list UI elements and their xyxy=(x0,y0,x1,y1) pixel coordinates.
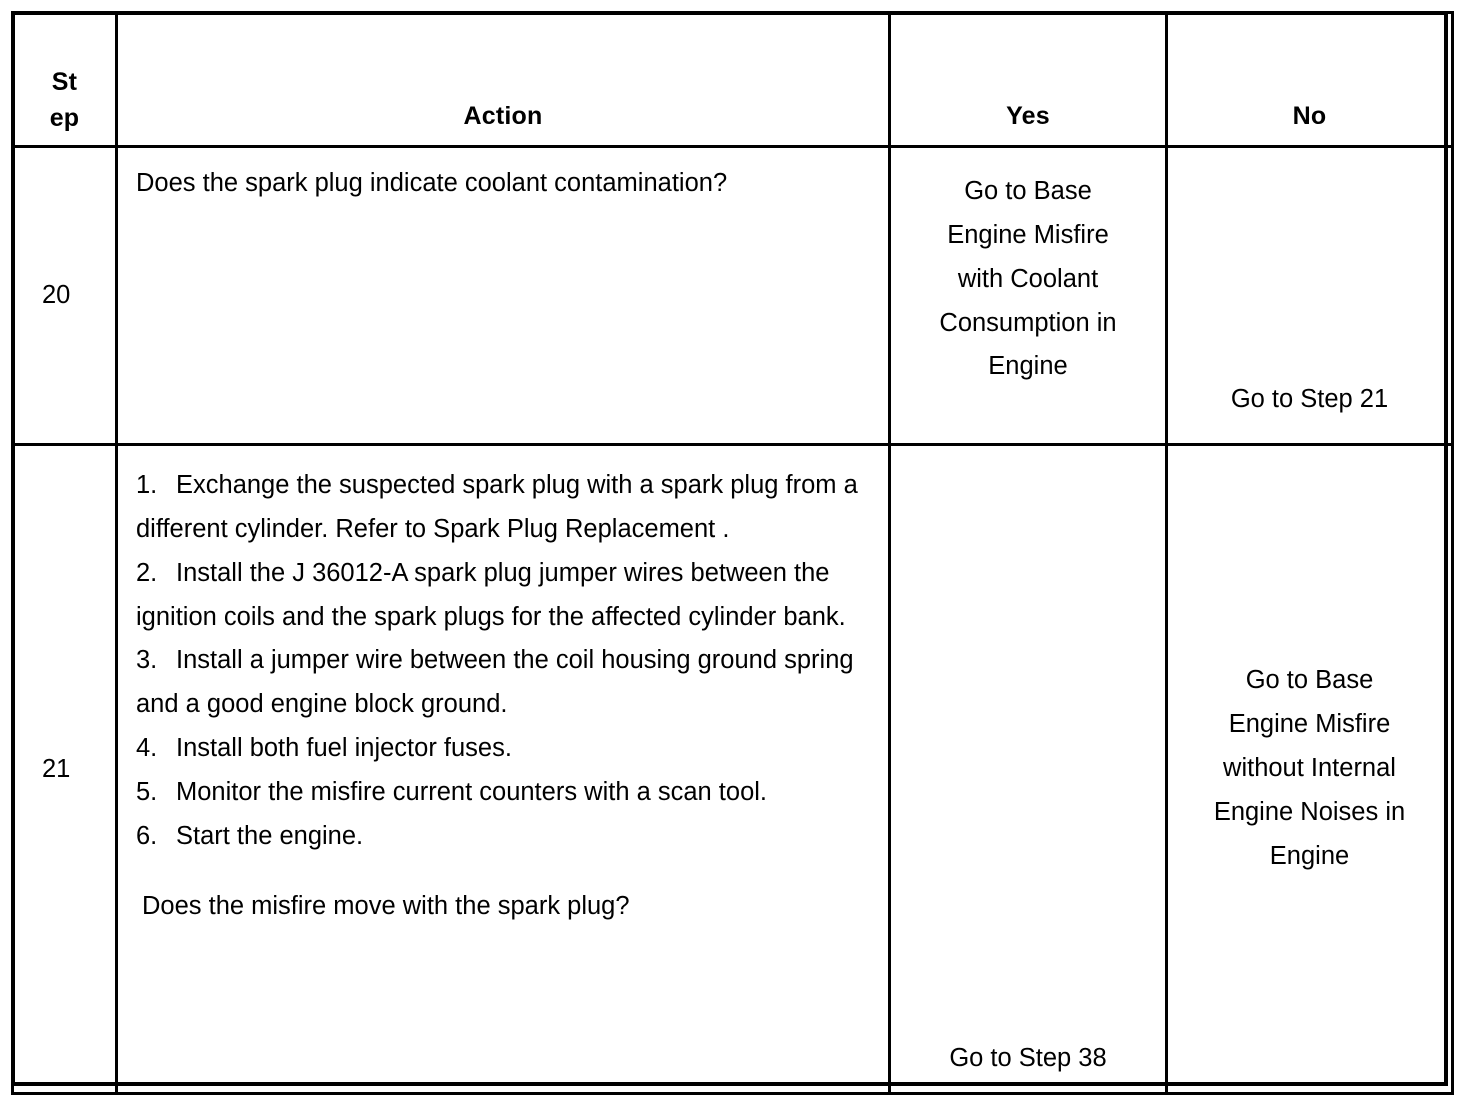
no-cell-21: Go to Base Engine Misfire without Intern… xyxy=(1165,443,1454,1095)
no-branch-21-line: Engine Noises in xyxy=(1213,797,1406,826)
yes-branch-20: Go to Base Engine Misfire with Coolant C… xyxy=(891,148,1165,389)
column-header-step: St ep xyxy=(11,11,118,148)
list-item-text: Install a jumper wire between the coil h… xyxy=(136,646,854,719)
list-item-text: Install both fuel injector fuses. xyxy=(176,734,512,763)
yes-cell-21: Go to Step 38 xyxy=(888,443,1168,1095)
list-item-text: Install the J 36012-A spark plug jumper … xyxy=(136,558,846,631)
yes-branch-20-line: Go to Base xyxy=(964,177,1092,205)
table-row: 21 1.Exchange the suspected spark plug w… xyxy=(11,443,1454,1095)
yes-cell-20: Go to Base Engine Misfire with Coolant C… xyxy=(888,145,1168,446)
column-header-action-label: Action xyxy=(463,101,543,130)
no-cell-20: Go to Step 21 xyxy=(1165,145,1454,446)
list-item: 4. Install both fuel injector fuses. xyxy=(136,727,872,771)
column-header-yes-label: Yes xyxy=(1006,101,1050,130)
action-cell-21: 1.Exchange the suspected spark plug with… xyxy=(115,443,891,1095)
list-item-number: 5. xyxy=(136,778,158,807)
list-item: 6. Start the engine. xyxy=(136,815,872,859)
table-row: 20 Does the spark plug indicate coolant … xyxy=(11,145,1454,446)
list-item-text: Monitor the misfire current counters wit… xyxy=(176,778,767,807)
yes-branch-21: Go to Step 38 xyxy=(949,1044,1107,1073)
list-item-number: 2. xyxy=(136,558,158,587)
list-item-number: 6. xyxy=(136,821,158,850)
step-number-cell-21: 21 xyxy=(11,443,118,1095)
column-header-no-label: No xyxy=(1292,101,1327,130)
column-header-action: Action xyxy=(115,11,891,148)
action-question-20: Does the spark plug indicate coolant con… xyxy=(136,169,728,197)
diagnostic-table: St ep Action Yes No 20 xyxy=(11,11,1454,1095)
step-number-21: 21 xyxy=(42,754,71,783)
list-item: 5. Monitor the misfire current counters w… xyxy=(136,771,872,815)
yes-branch-20-line: Engine xyxy=(988,352,1068,381)
no-branch-21-line: Engine xyxy=(1269,841,1350,870)
list-item-number: 4. xyxy=(136,734,158,763)
yes-branch-20-line: with Coolant xyxy=(957,264,1099,293)
no-branch-20: Go to Step 21 xyxy=(1230,385,1389,414)
action-step-list-21: 1.Exchange the suspected spark plug with… xyxy=(136,464,872,859)
list-item-number: 1. xyxy=(136,471,158,499)
yes-branch-20-line: Engine Misfire xyxy=(947,220,1109,249)
no-branch-21-line: Go to Base xyxy=(1245,666,1374,695)
list-item: 1.Exchange the suspected spark plug with… xyxy=(136,464,872,552)
action-cell-20: Does the spark plug indicate coolant con… xyxy=(115,145,891,446)
step-number-20: 20 xyxy=(42,281,71,309)
no-branch-21: Go to Base Engine Misfire without Intern… xyxy=(1168,659,1451,878)
column-header-yes: Yes xyxy=(888,11,1168,148)
table-header-row: St ep Action Yes No xyxy=(11,11,1454,148)
step-number-cell-20: 20 xyxy=(11,145,118,446)
no-branch-21-line: Engine Misfire xyxy=(1228,710,1391,739)
action-question-21: Does the misfire move with the spark plu… xyxy=(142,891,630,920)
list-item-text: Start the engine. xyxy=(176,821,364,850)
list-item-number: 3. xyxy=(136,646,158,675)
column-header-no: No xyxy=(1165,11,1454,148)
list-item-text: Exchange the suspected spark plug with a… xyxy=(136,471,858,543)
column-header-step-line2: ep xyxy=(49,103,80,132)
list-item: 2.Install the J 36012-A spark plug jumpe… xyxy=(136,552,872,640)
column-header-step-line1: St xyxy=(51,67,78,96)
yes-branch-20-line: Consumption in xyxy=(939,308,1117,337)
no-branch-21-line: without Internal xyxy=(1223,754,1396,783)
list-item: 3.Install a jumper wire between the coil… xyxy=(136,639,872,727)
